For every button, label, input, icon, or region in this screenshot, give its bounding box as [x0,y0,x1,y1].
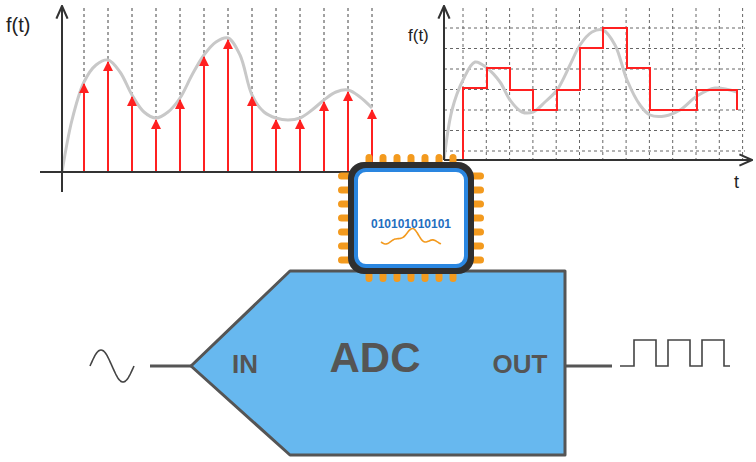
analog-curve [444,30,737,160]
sample-gridline [300,8,301,172]
grid-line [696,8,697,160]
sample-gridline [372,8,373,172]
port-label: IN [232,349,258,380]
adc-block: IN ADC OUT [188,268,568,458]
sample-arrow [83,84,85,172]
sample-gridline [132,8,133,172]
block-title: ADC [330,334,421,382]
axis-label: t [734,172,739,193]
sample-arrow [155,120,157,172]
sample-arrow [299,120,301,172]
input-wire [150,365,192,368]
output-wire [565,365,612,368]
grid-line [742,8,743,160]
sample-gridline [276,8,277,172]
sampling-chart [40,6,390,192]
grid-line [672,8,673,160]
sample-arrow [275,120,277,172]
x-axis [40,171,390,173]
x-axis [444,159,752,161]
sample-arrow [347,92,349,172]
grid-line [444,110,745,111]
sample-arrow [107,62,109,172]
grid-line [444,151,745,152]
square-wave-symbol [620,340,730,366]
sample-arrow [131,97,133,172]
sample-gridline [156,8,157,172]
sample-arrow [179,100,181,172]
port-label: OUT [493,349,548,380]
sample-arrow [203,57,205,172]
sample-arrow [323,102,325,172]
y-axis [61,6,63,192]
grid-line [719,8,720,160]
sample-gridline [204,8,205,172]
quantized-chart [444,6,752,160]
sample-gridline [180,8,181,172]
grid-line [444,28,745,29]
sample-gridline [84,8,85,172]
sample-gridline [228,8,229,172]
sample-arrow [251,97,253,172]
binary-text: 010101010101 [371,217,451,231]
y-axis [443,6,445,160]
sample-arrow [227,40,229,172]
grid-line [532,8,533,160]
axis-label: f(t) [408,26,429,46]
analog-curve [62,38,372,172]
grid-line [444,130,745,131]
axis-label: f(t) [6,14,30,37]
sample-gridline [252,8,253,172]
sine-wave-symbol [90,350,134,382]
chip-icon: 010101010101 [336,152,486,284]
grid-line [556,8,557,160]
sample-gridline [108,8,109,172]
quantized-staircase [444,28,737,160]
sample-gridline [324,8,325,172]
